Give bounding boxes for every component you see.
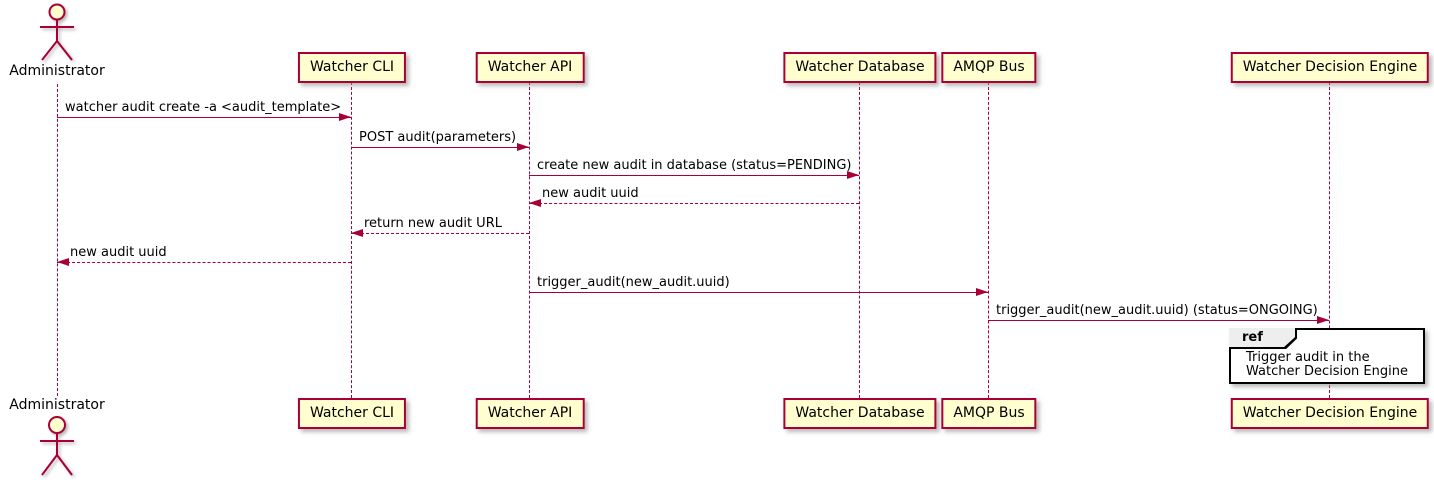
- actor-label-top: Administrator: [9, 63, 105, 79]
- ref-header-fill: [1229, 328, 1295, 347]
- message-post-audit: POST audit(parameters): [351, 130, 529, 151]
- lifeline-watcher-api: [529, 82, 530, 398]
- message-label: trigger_audit(new_audit.uuid): [537, 275, 730, 290]
- message-label: watcher audit create -a <audit_template>: [65, 100, 342, 115]
- participant-box-watcher-api-bottom: Watcher API: [475, 398, 585, 429]
- participant-box-watcher-api-top: Watcher API: [475, 52, 585, 83]
- message-create-new-audit: create new audit in database (status=PEN…: [529, 158, 859, 179]
- message-audit-create: watcher audit create -a <audit_template>: [57, 100, 351, 121]
- lifeline-watcher-decision-engine: [1329, 82, 1330, 398]
- participant-box-watcher-decision-engine-bottom: Watcher Decision Engine: [1230, 398, 1430, 429]
- ref-text: Trigger audit in the Watcher Decision En…: [1246, 351, 1408, 379]
- participant-box-watcher-database-top: Watcher Database: [783, 52, 937, 83]
- message-new-audit-uuid-admin: new audit uuid: [57, 245, 351, 266]
- administrator-actor-icon: [40, 3, 74, 61]
- lifeline-administrator: [57, 84, 58, 396]
- message-return-audit-url: return new audit URL: [351, 216, 529, 237]
- arrowhead-icon: [339, 113, 351, 121]
- participant-box-watcher-database-bottom: Watcher Database: [783, 398, 937, 429]
- ref-text-line2: Watcher Decision Engine: [1246, 364, 1408, 379]
- participant-box-watcher-cli-bottom: Watcher CLI: [297, 398, 407, 429]
- participant-box-amqp-bus-bottom: AMQP Bus: [941, 398, 1037, 429]
- lifeline-amqp-bus: [988, 82, 989, 398]
- ref-fragment: ref Trigger audit in the Watcher Decisio…: [1229, 328, 1425, 384]
- lifeline-watcher-database: [859, 82, 860, 398]
- message-label: POST audit(parameters): [359, 130, 517, 145]
- message-new-audit-uuid-db: new audit uuid: [529, 186, 859, 207]
- arrowhead-icon: [351, 229, 363, 237]
- arrowhead-icon: [529, 199, 541, 207]
- administrator-actor-icon-bottom: [40, 416, 74, 476]
- ref-header: ref: [1229, 328, 1297, 349]
- participant-box-amqp-bus-top: AMQP Bus: [941, 52, 1037, 83]
- participant-box-watcher-cli-top: Watcher CLI: [297, 52, 407, 83]
- arrowhead-icon: [1317, 316, 1329, 324]
- ref-text-line1: Trigger audit in the: [1246, 350, 1370, 365]
- message-trigger-audit-ongoing: trigger_audit(new_audit.uuid) (status=ON…: [988, 303, 1329, 324]
- arrowhead-icon: [57, 258, 69, 266]
- message-trigger-audit: trigger_audit(new_audit.uuid): [529, 275, 988, 296]
- message-label: create new audit in database (status=PEN…: [537, 158, 852, 173]
- message-label: return new audit URL: [364, 216, 502, 231]
- arrowhead-icon: [517, 143, 529, 151]
- participant-box-watcher-decision-engine-top: Watcher Decision Engine: [1230, 52, 1430, 83]
- lifeline-watcher-cli: [351, 82, 352, 398]
- message-label: new audit uuid: [542, 186, 639, 201]
- ref-keyword: ref: [1242, 330, 1263, 345]
- arrowhead-icon: [976, 288, 988, 296]
- message-label: new audit uuid: [70, 245, 167, 260]
- message-label: trigger_audit(new_audit.uuid) (status=ON…: [996, 303, 1318, 318]
- arrowhead-icon: [847, 171, 859, 179]
- actor-label-bottom: Administrator: [9, 397, 105, 413]
